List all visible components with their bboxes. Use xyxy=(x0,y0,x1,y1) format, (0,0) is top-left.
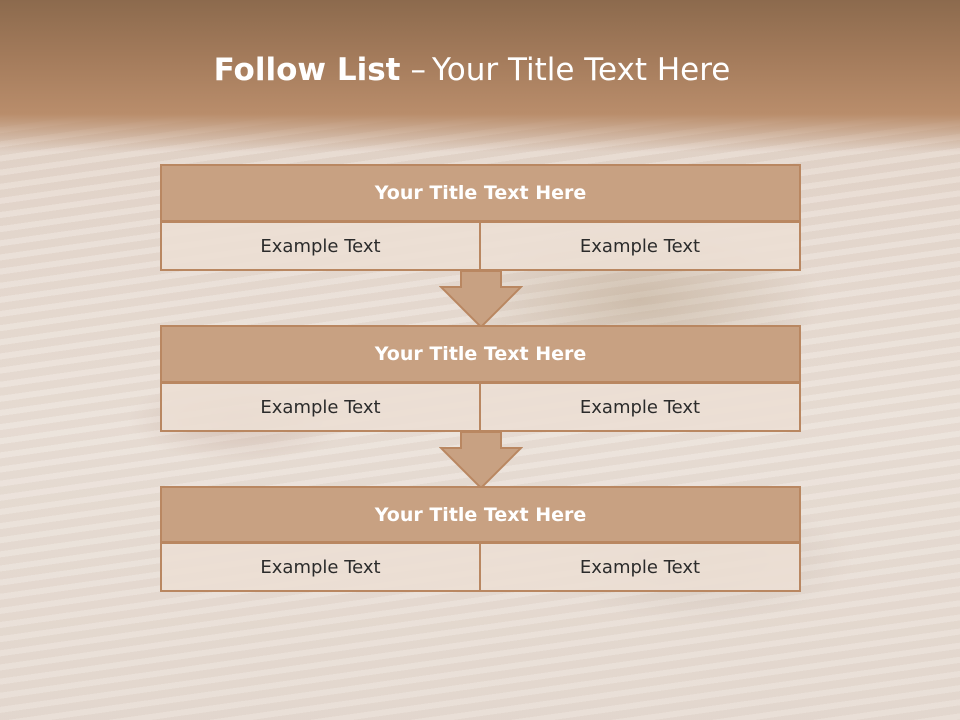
slide-title-rest: Your Title Text Here xyxy=(431,52,731,88)
block-cell-right: Example Text xyxy=(479,542,801,592)
down-arrow-icon xyxy=(439,431,523,490)
slide-title-dash: – xyxy=(410,52,426,88)
block-title: Your Title Text Here xyxy=(160,325,801,383)
title-band xyxy=(0,0,960,152)
block-title: Your Title Text Here xyxy=(160,164,801,222)
slide-title-bold: Follow List xyxy=(213,52,401,88)
down-arrow-icon xyxy=(439,270,523,329)
block-cell-left: Example Text xyxy=(160,542,481,592)
block-cell-left: Example Text xyxy=(160,382,481,432)
block-cell-right: Example Text xyxy=(479,221,801,271)
list-block-3: Your Title Text Here Example Text Exampl… xyxy=(160,486,801,593)
block-cell-right: Example Text xyxy=(479,382,801,432)
list-block-2: Your Title Text Here Example Text Exampl… xyxy=(160,325,801,433)
block-title: Your Title Text Here xyxy=(160,486,801,543)
list-block-1: Your Title Text Here Example Text Exampl… xyxy=(160,164,801,272)
block-cell-left: Example Text xyxy=(160,221,481,271)
slide-title: Follow List–Your Title Text Here xyxy=(0,52,944,88)
